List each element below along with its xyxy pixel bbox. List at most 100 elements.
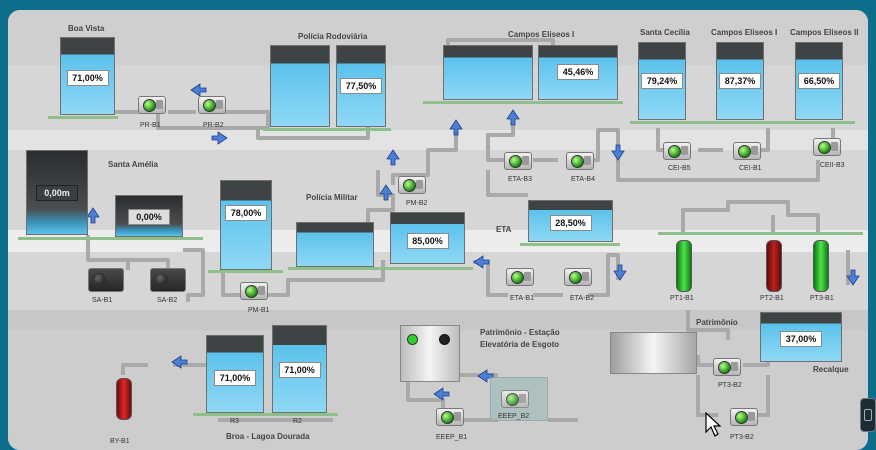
motor-icon <box>258 286 265 295</box>
motor-icon <box>156 100 163 109</box>
pump-status-icon <box>93 273 106 286</box>
tank-campos-eliseos-i-1[interactable] <box>443 45 533 100</box>
tank-base <box>288 267 473 270</box>
process-panel: Boa Vista 71,00% PR-B1 PR-B2 Polícia Rod… <box>8 10 868 450</box>
pump-label: BY-B1 <box>110 438 130 445</box>
tank-santa-cecilia[interactable]: 79,24% <box>638 42 686 120</box>
pump-label: PM-B1 <box>248 307 270 314</box>
motor-icon <box>731 362 738 371</box>
pump-pt3-b2-bottom[interactable] <box>730 408 758 426</box>
motor-icon <box>454 412 461 421</box>
tank-base <box>520 243 620 246</box>
tank-base <box>263 128 391 131</box>
pump-label: ETA-B2 <box>570 295 594 302</box>
tank-policia-rodoviaria-1[interactable] <box>270 45 330 127</box>
pump-eta-b1[interactable] <box>506 268 534 286</box>
tank-base <box>48 116 118 119</box>
pump-eeep-b2[interactable] <box>501 390 529 408</box>
tank-campos-eliseos-i-b[interactable]: 87,37% <box>716 42 764 120</box>
pump-sa-b2[interactable] <box>150 268 186 292</box>
pump-pt3-b1[interactable] <box>813 240 829 292</box>
pump-status-icon <box>509 155 522 168</box>
pump-label: PT1-B1 <box>670 295 694 302</box>
motor-icon <box>522 156 529 165</box>
pump-status-icon <box>738 145 751 158</box>
pump-label: EEEP_B1 <box>436 434 468 441</box>
tank-policia-militar-2[interactable] <box>296 222 374 267</box>
pump-label: PT2-B1 <box>760 295 784 302</box>
pump-status-icon <box>735 411 748 424</box>
tank-base <box>193 413 338 416</box>
band <box>8 310 868 330</box>
tank-policia-rodoviaria-2[interactable]: 77,50% <box>336 45 386 127</box>
pump-pt1-b1[interactable] <box>676 240 692 292</box>
level-readout: 85,00% <box>406 233 449 249</box>
tank-campos-eliseos-ii[interactable]: 66,50% <box>795 42 843 120</box>
tank-santa-amelia-1[interactable]: 0,00m <box>26 150 88 235</box>
pump-label: SA-B2 <box>157 297 178 304</box>
pump-label: CEI-B5 <box>668 165 691 172</box>
pump-eta-b3[interactable] <box>504 152 532 170</box>
motor-icon <box>519 394 526 403</box>
level-readout: 28,50% <box>549 215 592 231</box>
pump-status-icon <box>441 411 454 424</box>
tank-recalque[interactable]: 37,00% <box>760 312 842 362</box>
tank-boa-vista[interactable]: 71,00% <box>60 37 115 115</box>
tank-policia-militar-1[interactable]: 78,00% <box>220 180 272 270</box>
pump-by-b1[interactable] <box>116 378 132 420</box>
pump-status-icon <box>569 271 582 284</box>
pump-sa-b1[interactable] <box>88 268 124 292</box>
motor-icon <box>216 100 223 109</box>
tank-r2[interactable]: 71,00% <box>272 325 327 413</box>
pump-eta-b2[interactable] <box>564 268 592 286</box>
tank-label: R2 <box>293 418 302 425</box>
pump-cei-b5[interactable] <box>663 142 691 160</box>
level-readout: 0,00% <box>128 209 170 225</box>
scroll-handle[interactable] <box>860 398 876 432</box>
tank-campos-eliseos-i-2[interactable]: 45,46% <box>538 45 618 100</box>
tank-label: R3 <box>230 418 239 425</box>
pump-status-icon <box>203 99 216 112</box>
area-label-campos-eliseos-i-b: Campos Eliseos I <box>711 28 778 37</box>
pump-pm-b1[interactable] <box>240 282 268 300</box>
pump-status-icon <box>668 145 681 158</box>
level-readout: 71,00% <box>278 362 321 378</box>
pump-label: PR-B1 <box>140 122 161 129</box>
tank-base <box>423 101 623 104</box>
tank-policia-militar-3[interactable]: 85,00% <box>390 212 465 264</box>
pump-pt3-b2-top[interactable] <box>713 358 741 376</box>
pump-label: SA-B1 <box>92 297 113 304</box>
area-label-eta: ETA <box>496 225 512 234</box>
level-readout: 45,46% <box>557 64 599 80</box>
area-label-broa: Broa - Lagoa Dourada <box>226 432 310 441</box>
level-readout: 37,00% <box>780 331 822 347</box>
pump-label: PT3-B2 <box>730 434 754 441</box>
area-label-elevatoria: Elevatória de Esgoto <box>480 340 560 349</box>
pump-pt2-b1[interactable] <box>766 240 782 292</box>
pump-pr-b2[interactable] <box>198 96 226 114</box>
pump-pr-b1[interactable] <box>138 96 166 114</box>
pump-cei-b1[interactable] <box>733 142 761 160</box>
motor-icon <box>582 272 589 281</box>
tank-eta[interactable]: 28,50% <box>528 200 613 242</box>
pump-eeep-b2-enclosure[interactable] <box>490 377 548 421</box>
level-readout: 78,00% <box>225 205 267 221</box>
tank-r3[interactable]: 71,00% <box>206 335 264 413</box>
pump-label: CEII-B3 <box>820 162 845 169</box>
tank-elevatoria[interactable] <box>400 325 460 382</box>
tank-santa-amelia-2[interactable]: 0,00% <box>115 195 183 237</box>
pump-eta-b4[interactable] <box>566 152 594 170</box>
pump-eeep-b1[interactable] <box>436 408 464 426</box>
pump-status-icon <box>511 271 524 284</box>
motor-icon <box>751 146 758 155</box>
motor-icon <box>681 146 688 155</box>
pump-label: PT3-B2 <box>718 382 742 389</box>
level-readout: 71,00% <box>214 370 256 386</box>
tank-base <box>630 121 855 124</box>
tank-patrimonio[interactable] <box>610 332 697 374</box>
motor-icon <box>748 412 755 421</box>
pump-pm-b2[interactable] <box>398 176 426 194</box>
pump-label: PM-B2 <box>406 200 428 207</box>
pump-label: EEEP_B2 <box>498 413 530 420</box>
pump-ceii-b3[interactable] <box>813 138 841 156</box>
